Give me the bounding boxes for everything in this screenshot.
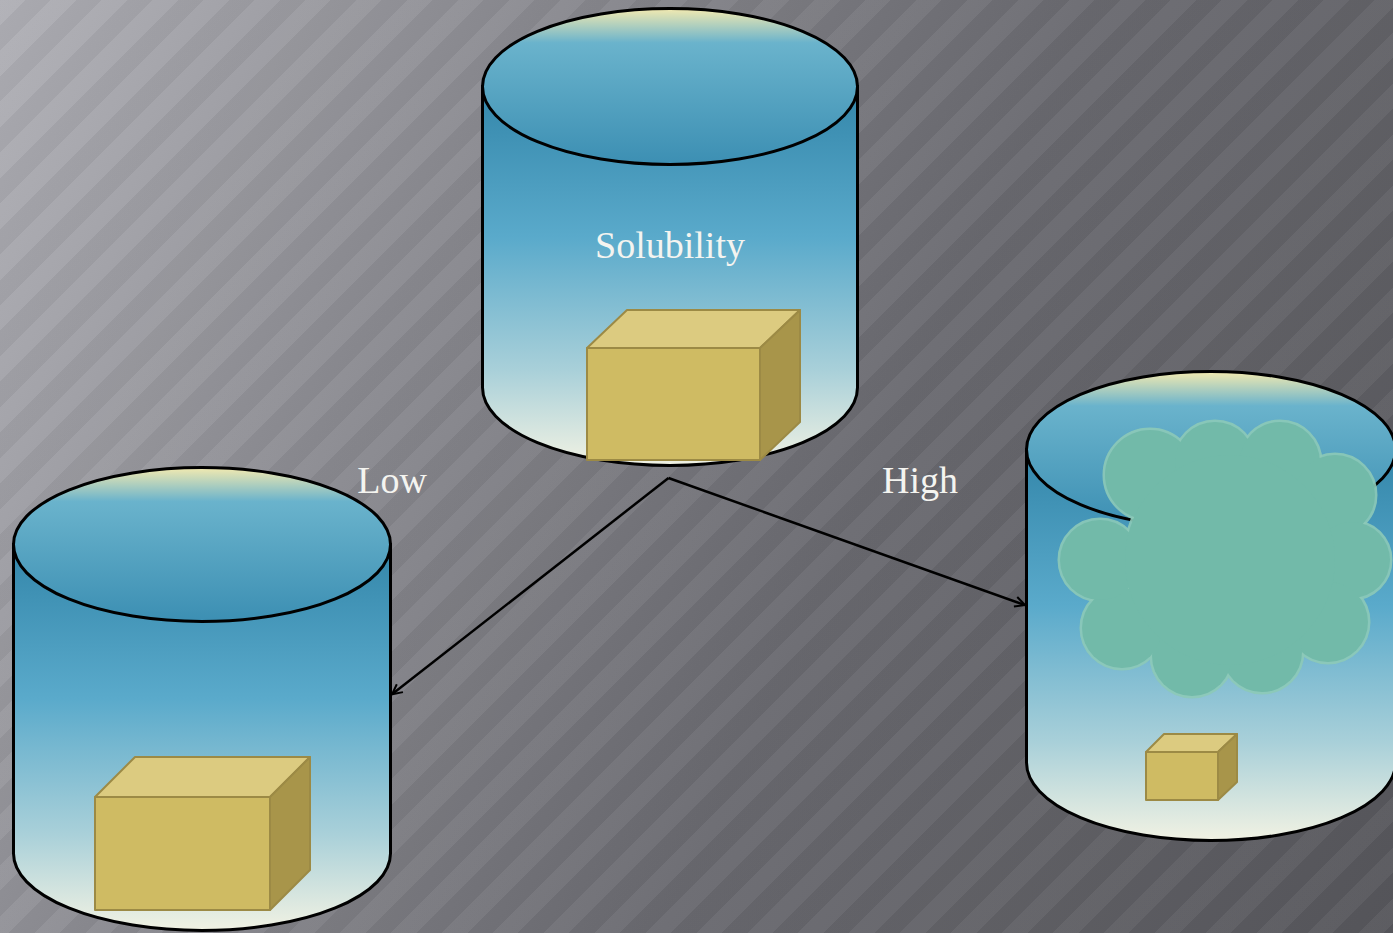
arrow-connector bbox=[392, 478, 668, 694]
cylinder-body bbox=[1027, 450, 1393, 841]
solute-cube bbox=[1146, 734, 1237, 800]
dissolved-cloud bbox=[1060, 422, 1390, 696]
cylinder-top bbox=[14, 468, 391, 622]
arrow-connector bbox=[668, 478, 1025, 605]
solute-cube bbox=[587, 310, 800, 460]
solute-cube bbox=[95, 757, 310, 910]
edge-label: Low bbox=[357, 458, 427, 502]
edge-label: High bbox=[882, 458, 958, 502]
cylinder-top bbox=[483, 9, 858, 165]
node-label: Solubility bbox=[595, 223, 745, 267]
